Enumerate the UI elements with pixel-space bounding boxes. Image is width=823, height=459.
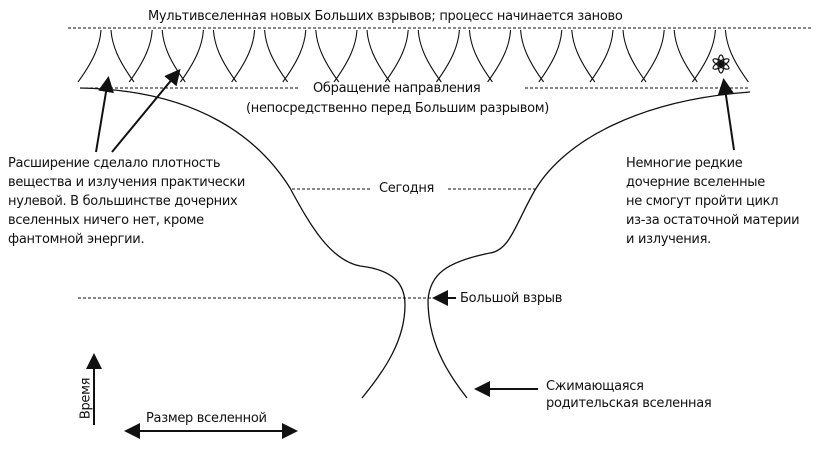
left-note-line: фантомной энергии. xyxy=(8,232,145,247)
daughter-universe-edge xyxy=(538,29,563,83)
parent-label: Сжимающаяся родительская вселенная xyxy=(546,378,712,412)
right-note-line: и излучения. xyxy=(626,232,711,247)
daughter-universe-edge xyxy=(468,29,493,83)
daughter-universe-edge xyxy=(179,29,204,83)
daughter-universe-edge xyxy=(333,29,358,83)
daughter-universe-edge xyxy=(128,29,153,83)
daughter-universe-edge xyxy=(724,29,749,83)
right-note-line: не смогут пройти цикл xyxy=(626,194,779,209)
top-label: Мультивселенная новых Больших взрывов; п… xyxy=(148,9,623,24)
daughter-universe-edge xyxy=(589,29,614,83)
daughter-universes xyxy=(77,29,749,83)
arrow-left-1 xyxy=(95,76,114,153)
today-label: Сегодня xyxy=(379,181,435,196)
daughter-universe-edge xyxy=(487,29,512,83)
daughter-universe-edge xyxy=(384,29,409,83)
daughter-universe-edge xyxy=(77,29,102,83)
right-note: Немногие редкие дочерние вселенные не см… xyxy=(626,154,800,249)
reversal-note: (непосредственно перед Большим разрывом) xyxy=(246,101,550,116)
left-note-line: вещества и излучения практически xyxy=(8,175,246,190)
daughter-universe-edge xyxy=(282,29,307,83)
left-note-line: вселенных ничего нет, кроме xyxy=(8,213,204,228)
daughter-universe-edge xyxy=(673,29,698,83)
daughter-universe-edge xyxy=(110,29,135,83)
left-note-line: Расширение сделало плотность xyxy=(8,156,221,171)
size-axis-label: Размер вселенной xyxy=(146,411,267,426)
daughter-universe-edge xyxy=(231,29,256,83)
left-note: Расширение сделало плотность вещества и … xyxy=(8,154,245,249)
star-icon xyxy=(712,54,730,74)
daughter-universe-edge xyxy=(161,29,186,83)
reversal-label: Обращение направления xyxy=(313,81,481,96)
big-bang-label: Большой взрыв xyxy=(460,291,563,306)
right-note-line: из-за остаточной материи xyxy=(626,213,800,228)
universe-curve-left xyxy=(79,87,406,399)
daughter-universe-edge xyxy=(520,29,545,83)
daughter-universe-edge xyxy=(417,29,442,83)
daughter-universe-edge xyxy=(435,29,460,83)
daughter-universe-edge xyxy=(212,29,237,83)
daughter-universe-edge xyxy=(640,29,665,83)
daughter-universe-edge xyxy=(366,29,391,83)
daughter-universe-edge xyxy=(264,29,289,83)
arrow-left-2 xyxy=(111,68,181,153)
universe-curve-right xyxy=(427,91,751,399)
right-note-line: дочерние вселенные xyxy=(626,175,765,190)
right-note-line: Немногие редкие xyxy=(626,156,743,171)
daughter-universe-edge xyxy=(691,29,716,83)
parent-label-line: Сжимающаяся xyxy=(546,379,644,394)
time-axis-label: Время xyxy=(78,377,94,420)
daughter-universe-edge xyxy=(571,29,596,83)
daughter-universe-edge xyxy=(315,29,340,83)
daughter-universe-edge xyxy=(622,29,647,83)
arrow-right xyxy=(717,78,735,151)
left-note-line: нулевой. В большинстве дочерних xyxy=(8,194,238,209)
parent-label-line: родительская вселенная xyxy=(546,396,712,411)
